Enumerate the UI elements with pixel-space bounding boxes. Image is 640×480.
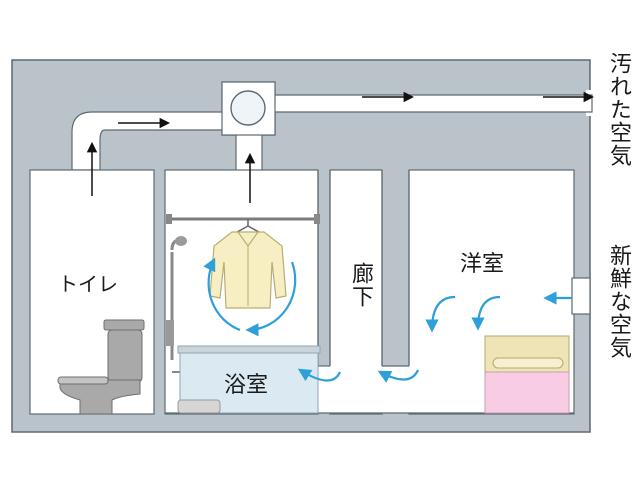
intake-vent — [571, 277, 591, 315]
circulation-arrow-right — [245, 261, 297, 337]
toilet-icon — [57, 319, 145, 415]
dirty-air-label: 汚れた空気 — [606, 52, 631, 167]
western-room-label: 洋室 — [460, 252, 505, 277]
ventilation-fan-icon — [230, 90, 266, 126]
bathroom-label: 浴室 — [224, 373, 269, 398]
room-arrow-1 — [471, 295, 501, 331]
bed-icon — [484, 335, 570, 414]
hallway-arrow — [377, 369, 420, 383]
bath-stool — [177, 399, 221, 414]
toilet-label: トイレ — [58, 272, 118, 296]
exhaust-duct — [71, 81, 593, 171]
room-arrow-2 — [425, 295, 456, 333]
circulation-arrow-left — [203, 257, 241, 332]
bathroom-arrow — [297, 368, 342, 382]
hallway-label: 廊下 — [348, 262, 373, 308]
fresh-air-label: 新鮮な空気 — [606, 244, 631, 359]
